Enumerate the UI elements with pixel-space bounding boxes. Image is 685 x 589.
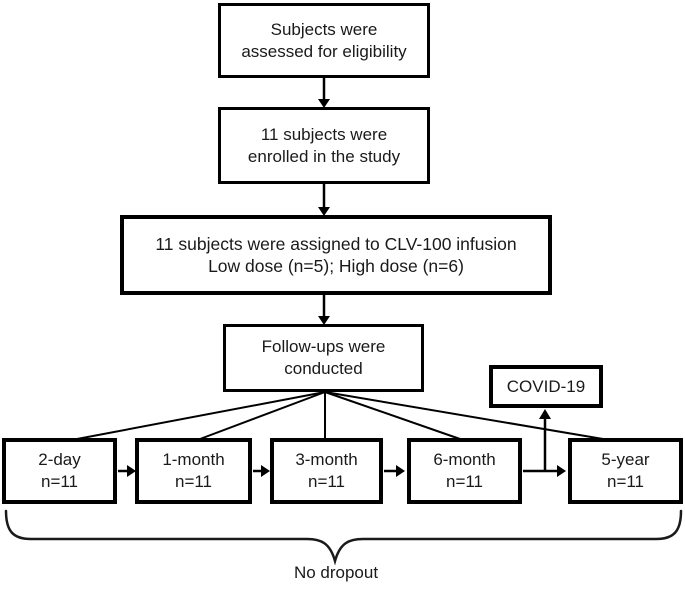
arrowhead-2day-to-1month <box>127 465 136 477</box>
box-enrolled-line1: 11 subjects were <box>260 124 388 144</box>
timepoint-label: 5-year <box>601 450 650 470</box>
box-timepoint-6month: 6-month n=11 <box>407 438 522 504</box>
box-eligibility-line1: Subjects were <box>270 19 378 39</box>
arrowhead-3month-to-6month <box>396 465 405 477</box>
fan-line-5year <box>324 391 604 440</box>
arrowhead-1month-to-3month <box>261 465 270 477</box>
box-enrolled-line2: enrolled in the study <box>247 146 401 166</box>
arrowhead-6month-to-5year <box>557 465 566 477</box>
box-timepoint-5year: 5-year n=11 <box>568 438 683 504</box>
timepoint-label: 6-month <box>433 450 496 470</box>
box-followups-line2: conducted <box>284 359 363 378</box>
box-assigned-line2: Low dose (n=5); High dose (n=6) <box>208 256 464 276</box>
box-enrolled: 11 subjects were enrolled in the study <box>218 107 430 184</box>
arrowhead-enrolled-to-assigned <box>318 207 330 216</box>
box-assigned-line1: 11 subjects were assigned to CLV-100 inf… <box>155 233 517 254</box>
box-timepoint-1month: 1-month n=11 <box>135 438 252 504</box>
fan-line-2day <box>76 391 326 440</box>
arrowhead-eligibility-to-enrolled <box>318 99 330 108</box>
timepoint-label: 3-month <box>295 450 358 470</box>
timepoint-n: n=11 <box>445 472 484 491</box>
timepoint-n: n=11 <box>606 472 645 491</box>
box-covid-19: COVID-19 <box>489 365 603 408</box>
arrowhead-to-covid <box>539 409 551 419</box>
box-timepoint-2day: 2-day n=11 <box>2 438 117 504</box>
timepoint-n: n=11 <box>174 472 213 491</box>
box-assigned: 11 subjects were assigned to CLV-100 inf… <box>120 215 552 295</box>
fan-line-6month <box>324 391 461 440</box>
timepoint-label: 2-day <box>38 450 81 470</box>
timepoint-n: n=11 <box>40 472 79 491</box>
box-covid-label: COVID-19 <box>506 376 586 396</box>
timepoint-label: 1-month <box>162 450 225 470</box>
box-followups-line1: Follow-ups were <box>261 337 386 357</box>
no-dropout-caption: No dropout <box>293 563 379 582</box>
arrowhead-assigned-to-followups <box>318 316 330 325</box>
box-eligibility: Subjects were assessed for eligibility <box>218 3 430 78</box>
box-timepoint-3month: 3-month n=11 <box>270 438 383 504</box>
timepoint-n: n=11 <box>307 472 346 491</box>
box-followups-conducted: Follow-ups were conducted <box>223 324 424 392</box>
box-eligibility-line2: assessed for eligibility <box>241 41 407 61</box>
fan-line-1month <box>199 391 326 440</box>
no-dropout-brace <box>4 509 683 566</box>
